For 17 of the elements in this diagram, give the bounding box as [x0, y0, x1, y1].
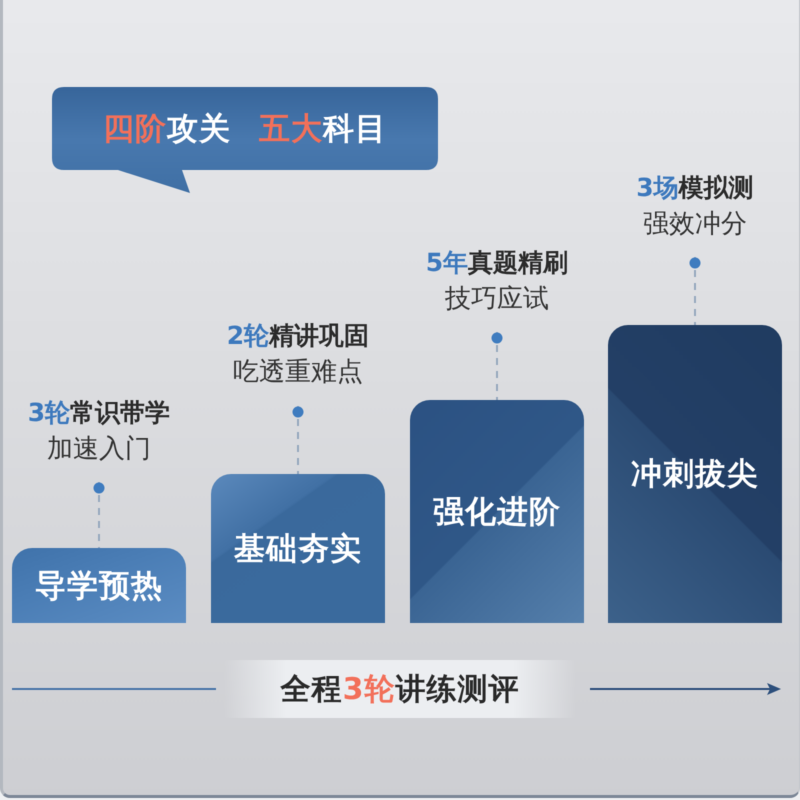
annotation-heading: 3轮常识带学 [28, 397, 170, 429]
step-bar: 强化进阶 [410, 400, 584, 623]
step-bar: 冲刺拔尖 [608, 325, 782, 623]
annotation-heading: 5年真题精刷 [426, 247, 568, 279]
annotation-text: 吃透重难点 [233, 356, 363, 389]
step-bar: 基础夯实 [211, 474, 385, 623]
leader-line [94, 482, 104, 548]
annotation-heading: 3场模拟测 [636, 172, 754, 204]
annotation-heading: 2轮精讲巩固 [226, 320, 370, 352]
step-bar: 导学预热 [12, 548, 186, 623]
leader-line [690, 257, 700, 325]
annotation-text: 强效冲分 [643, 208, 747, 241]
leader-line [292, 406, 304, 474]
annotation-text: 加速入门 [47, 433, 151, 466]
leader-line [492, 332, 502, 400]
annotation-text: 技巧应试 [445, 283, 549, 316]
speech-bubble: 四阶攻关 五大科目 [52, 87, 438, 193]
